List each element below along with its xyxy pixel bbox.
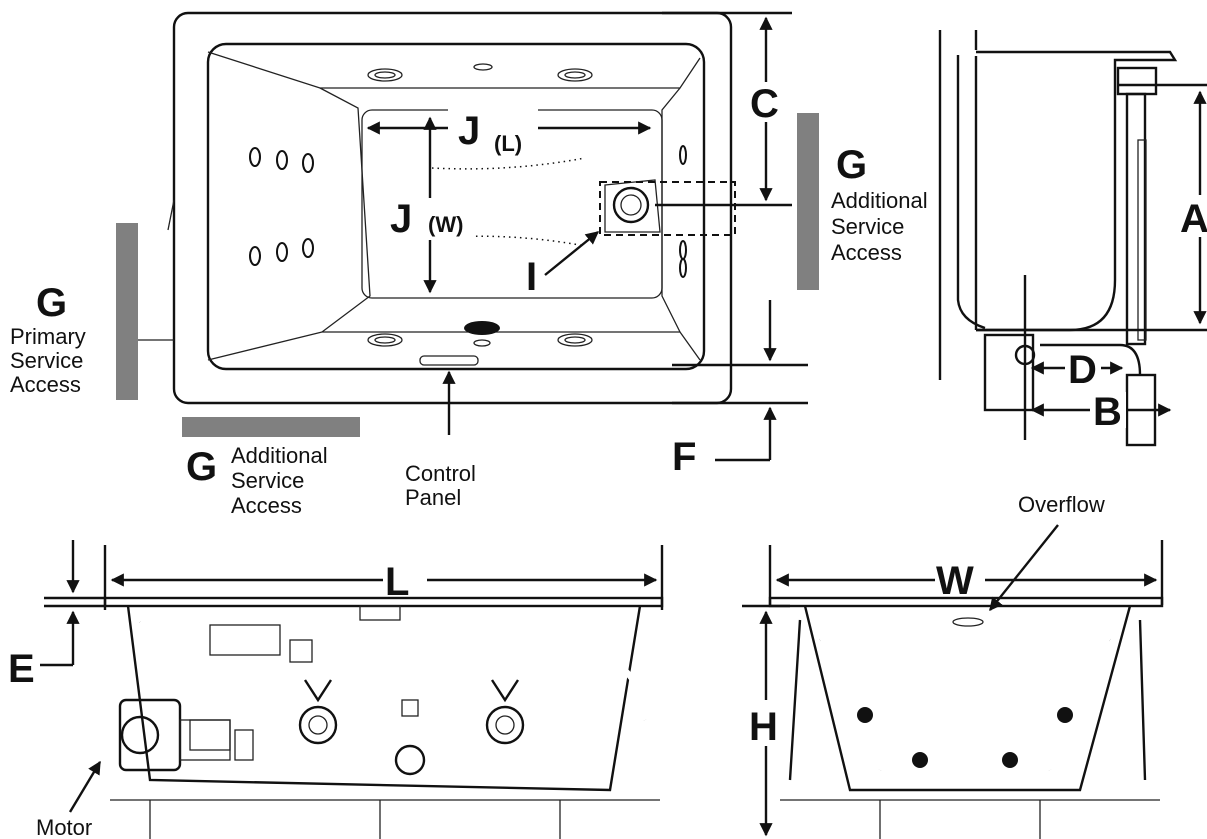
label-C: C	[750, 82, 779, 126]
label-L-sub: (L)	[494, 131, 522, 156]
label-add-right-3: Access	[831, 240, 902, 265]
label-add-right-1: Additional	[831, 188, 928, 213]
label-G-right: G	[836, 143, 867, 187]
label-J-width: J	[390, 197, 412, 241]
label-primary-2: Service	[10, 348, 83, 373]
label-add-right-2: Service	[831, 214, 904, 239]
drain-location	[599, 179, 736, 236]
label-motor: Motor	[36, 815, 92, 839]
label-add-bottom-3: Access	[231, 493, 302, 518]
label-primary-3: Access	[10, 372, 81, 397]
tub-outer-rim	[172, 11, 733, 405]
primary-service-access-bar	[116, 223, 138, 400]
jet-1	[298, 705, 338, 745]
jets-left	[249, 147, 314, 266]
label-L: L	[385, 560, 409, 604]
jets-bottom	[367, 321, 593, 366]
label-D: D	[1068, 348, 1097, 392]
label-overflow: Overflow	[1018, 492, 1105, 517]
label-add-bottom-1: Additional	[231, 443, 328, 468]
label-A: A	[1180, 197, 1207, 241]
control-panel-device	[419, 355, 479, 366]
label-control-panel-2: Panel	[405, 485, 461, 510]
jets-top	[367, 63, 593, 82]
end-elevation-view: Overflow W H	[742, 492, 1164, 839]
label-F: F	[672, 435, 696, 479]
top-view: J (L) J (W) I C F Control Panel	[167, 11, 808, 510]
label-B: B	[1093, 390, 1122, 434]
label-add-bottom-2: Service	[231, 468, 304, 493]
label-H: H	[749, 705, 778, 749]
jet-2	[485, 705, 525, 745]
label-W-sub: (W)	[428, 212, 463, 237]
side-section-view: A D B	[938, 30, 1207, 447]
label-J-length: J	[458, 109, 480, 153]
label-E: E	[8, 647, 35, 691]
label-control-panel-1: Control	[405, 461, 476, 486]
label-I: I	[526, 255, 537, 299]
label-W: W	[936, 559, 974, 603]
tub-deck-end	[768, 596, 1164, 608]
tub-inner-rim	[206, 42, 706, 371]
front-elevation-view: L E Motor	[8, 540, 664, 839]
label-G-primary: G	[36, 281, 67, 325]
bottom-service-access-bar	[182, 417, 360, 437]
motor	[118, 698, 182, 772]
label-G-bottom: G	[186, 445, 217, 489]
label-primary-1: Primary	[10, 324, 86, 349]
right-service-access-bar	[797, 113, 819, 290]
